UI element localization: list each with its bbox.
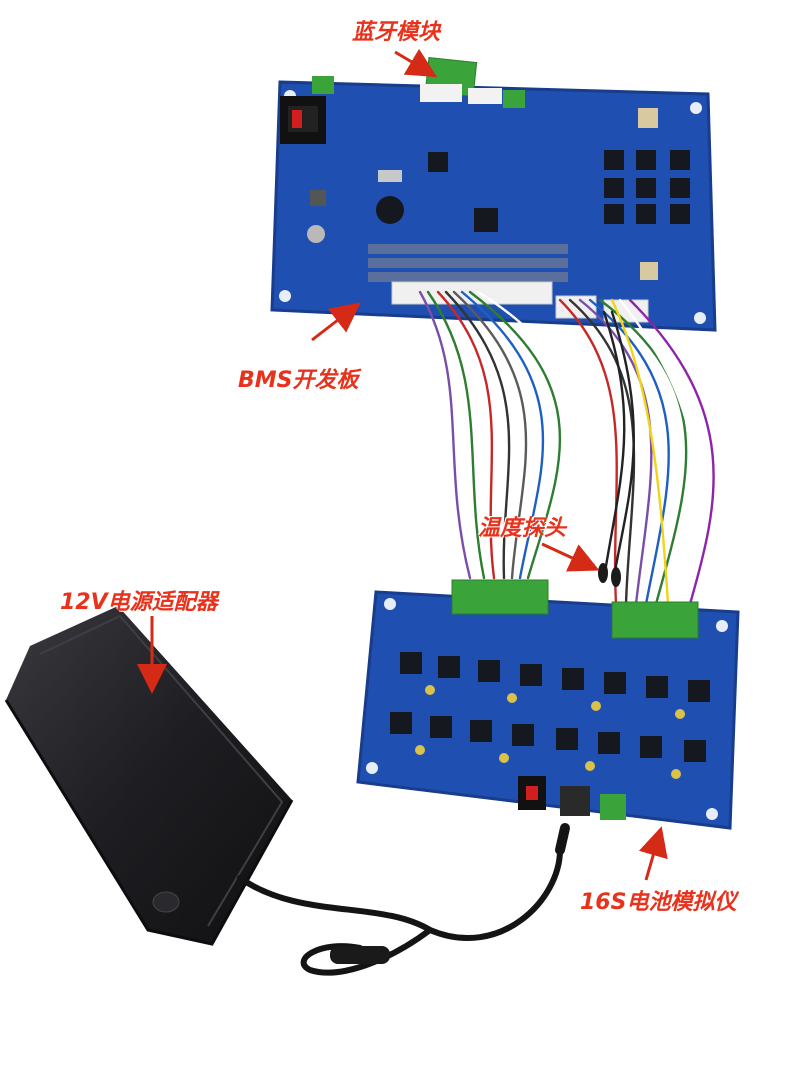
dc-cable — [237, 823, 570, 976]
label-battery-simulator: 16S电池模拟仪 — [580, 890, 737, 915]
label-bms-board: BMS开发板 — [238, 368, 359, 393]
battery-simulator — [356, 579, 740, 830]
bms-board — [270, 57, 717, 332]
arrow-temp — [541, 542, 600, 572]
wire-bundle — [418, 290, 715, 606]
arrow-bluetooth — [394, 48, 438, 78]
label-bluetooth-module: 蓝牙模块 — [352, 20, 441, 45]
label-temp-probe: 温度探头 — [478, 516, 567, 541]
arrow-bms — [311, 302, 361, 342]
arrow-simulator — [638, 826, 668, 881]
label-power-adapter: 12V电源适配器 — [60, 590, 218, 615]
power-adapter — [4, 606, 294, 946]
callout-arrows — [137, 48, 668, 881]
temp-probe — [598, 563, 621, 587]
